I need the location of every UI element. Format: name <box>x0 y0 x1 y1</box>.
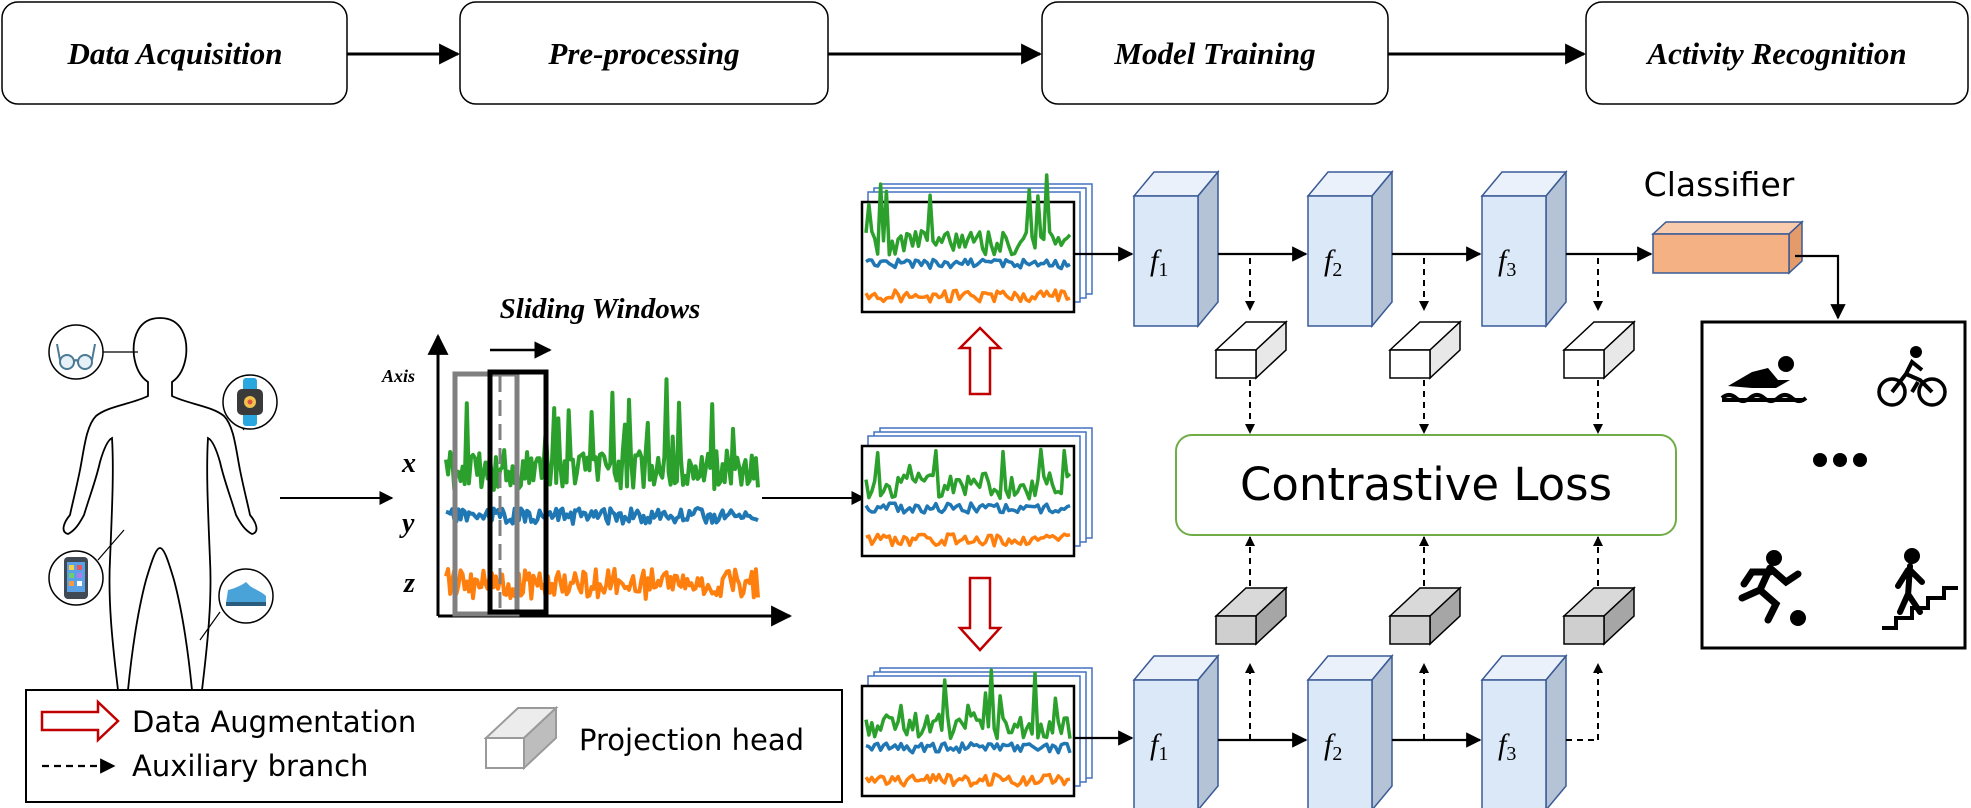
encoder-block-f3-top: f3 <box>1480 169 1568 329</box>
pipeline: Data Acquisition Pre-processing Model Tr… <box>1 1 1969 105</box>
body-outline <box>62 317 258 691</box>
encoder-block-f2-bottom: f2 <box>1306 653 1394 808</box>
stack-x-trace <box>864 668 1072 741</box>
axis-z-label: z <box>403 568 415 599</box>
contrastive-loss-box <box>1175 434 1677 536</box>
stack-y-trace <box>865 741 1072 755</box>
smartwatch-icon <box>222 374 278 430</box>
encoder-block-f1-bottom: f1 <box>1132 653 1220 808</box>
legend: Data Augmentation Auxiliary branch Proje… <box>25 689 843 803</box>
stack-z-trace <box>865 532 1071 548</box>
stack-z-trace <box>864 772 1071 788</box>
projection-head-bottom-1 <box>1214 586 1288 646</box>
projection-head-bottom-3 <box>1562 586 1636 646</box>
soccer-icon <box>1738 550 1806 626</box>
cycling-icon <box>1877 346 1947 407</box>
stack-x-trace <box>864 447 1072 501</box>
window-previous <box>452 371 520 617</box>
phone-connector <box>97 529 125 561</box>
signal-x-trace <box>444 377 760 492</box>
projection-head-bottom-2 <box>1388 586 1462 646</box>
classifier-label: Classifier <box>1644 165 1795 204</box>
stairs-icon <box>1882 548 1958 630</box>
signal-window-stacks <box>860 173 1134 798</box>
legend-augmentation-text: Data Augmentation <box>132 705 416 739</box>
encoder-block-f2-top: f2 <box>1306 169 1394 329</box>
encoder-blocks: f1 f1 f2 f2 f3 f3 <box>1132 169 1653 808</box>
classifier-to-output-arrow <box>1795 254 1846 320</box>
smartphone-icon <box>48 550 104 606</box>
glasses-icon <box>48 324 104 380</box>
legend-projection-symbol <box>483 705 559 771</box>
axis-y-label: y <box>399 508 415 539</box>
legend-projection-text: Projection head <box>579 723 804 757</box>
axis-label: Axis <box>381 366 415 386</box>
activity-output-box <box>1700 320 1967 650</box>
stack-z-trace <box>864 288 1071 304</box>
more-dots <box>1813 453 1867 467</box>
pipeline-step-4: Activity Recognition <box>1645 36 1906 71</box>
contrastive-loss-label: Contrastive Loss <box>1240 458 1612 511</box>
human-body <box>48 317 278 691</box>
encoder-block-f1-top: f1 <box>1132 169 1220 329</box>
shoe-icon <box>218 568 274 624</box>
pipeline-step-3: Model Training <box>1113 36 1315 71</box>
window-current <box>487 369 549 615</box>
sliding-windows-title: Sliding Windows <box>500 293 701 325</box>
stack-augmented-top <box>860 173 1093 314</box>
augmentation-arrow-up <box>956 326 1004 396</box>
axis-x-label: x <box>401 448 416 479</box>
projection-head-top-1 <box>1214 320 1288 380</box>
swimming-icon <box>1720 356 1808 403</box>
shoe-connector <box>199 611 221 641</box>
legend-augmentation-symbol <box>40 699 120 743</box>
projection-head-top-3 <box>1562 320 1636 380</box>
signal-z-trace <box>444 567 760 601</box>
legend-auxiliary-text: Auxiliary branch <box>132 749 368 783</box>
pipeline-step-1: Data Acquisition <box>66 36 282 71</box>
signal-y-trace <box>445 506 759 526</box>
projection-head-top-2 <box>1388 320 1462 380</box>
stack-original <box>860 427 1093 558</box>
stack-x-trace <box>864 173 1072 257</box>
pipeline-step-2: Pre-processing <box>547 36 739 71</box>
stack-y-trace <box>864 501 1071 515</box>
sliding-window-plot: Sliding Windows Axis x y z <box>381 293 793 627</box>
stack-augmented-bottom <box>860 667 1093 798</box>
augmentation-arrow-down <box>957 576 1003 652</box>
stack-y-trace <box>865 257 1071 271</box>
raw-signal-traces <box>444 377 760 601</box>
encoder-block-f3-bottom: f3 <box>1480 653 1568 808</box>
classifier-block <box>1651 220 1804 275</box>
